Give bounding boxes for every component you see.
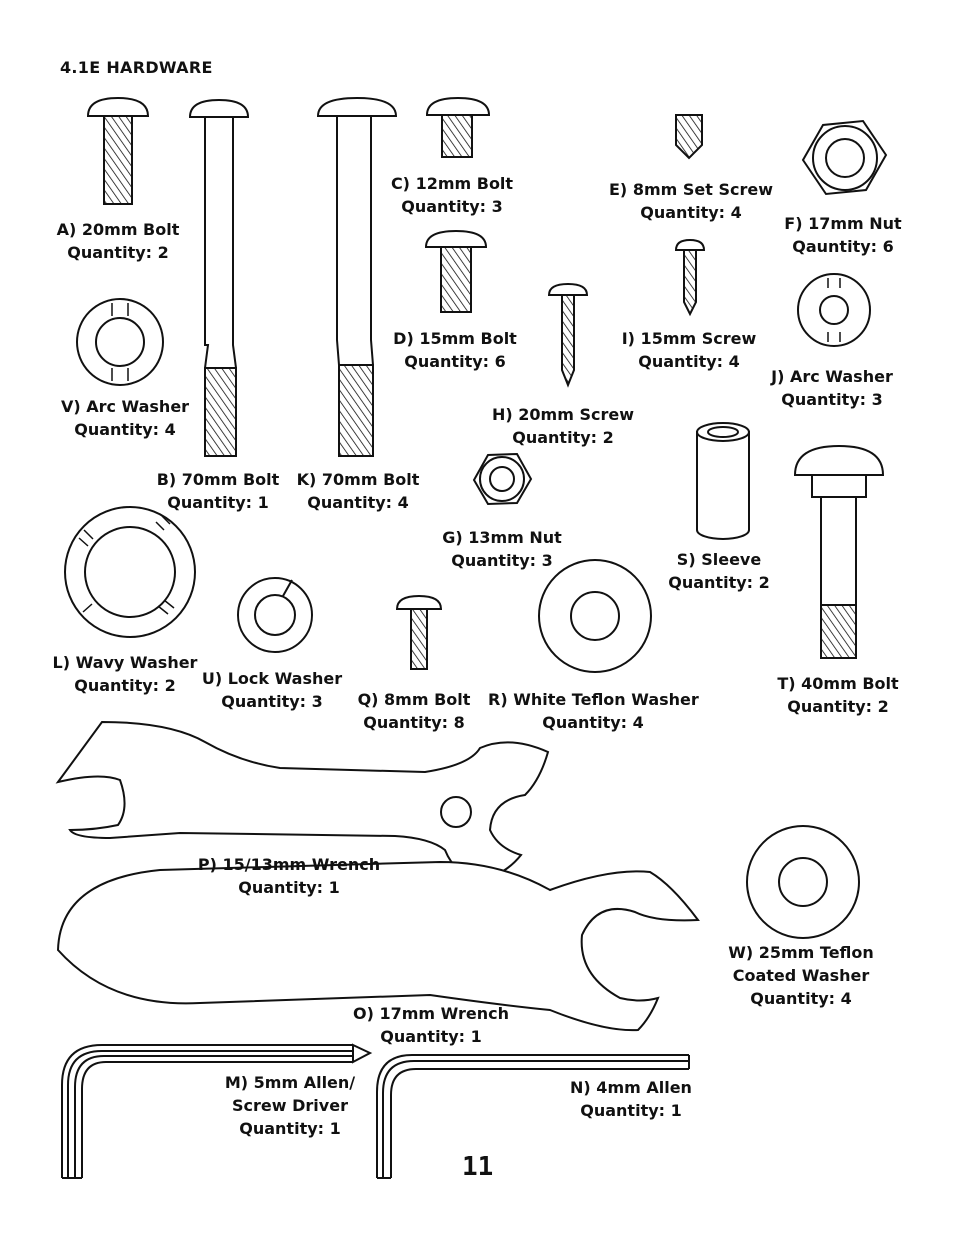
- arc-washer-v-icon: [76, 298, 164, 386]
- label-part-c: C) 12mm Bolt Quantity: 3: [378, 172, 526, 218]
- part-i-qty: Quantity: 4: [638, 352, 740, 371]
- part-j-name: J) Arc Washer: [771, 367, 893, 386]
- label-part-s: S) Sleeve Quantity: 2: [658, 548, 780, 594]
- part-j-qty: Quantity: 3: [781, 390, 883, 409]
- bolt-t-40mm-icon: [793, 444, 885, 659]
- label-part-m: M) 5mm Allen/ Screw Driver Quantity: 1: [218, 1071, 362, 1140]
- label-part-u: U) Lock Washer Quantity: 3: [198, 667, 346, 713]
- part-l-qty: Quantity: 2: [74, 676, 176, 695]
- label-part-i: I) 15mm Screw Quantity: 4: [612, 327, 766, 373]
- part-v-qty: Quantity: 4: [74, 420, 176, 439]
- part-a-name: A) 20mm Bolt: [56, 220, 180, 239]
- part-h-qty: Quantity: 2: [512, 428, 614, 447]
- teflon-washer-w-icon: [746, 825, 860, 939]
- part-m-line1: M) 5mm Allen/: [224, 1073, 356, 1092]
- arc-washer-j-icon: [797, 273, 871, 347]
- part-w-line2: Coated Washer: [732, 966, 870, 985]
- part-a-qty: Quantity: 2: [67, 243, 169, 262]
- part-f-name: F) 17mm Nut: [784, 214, 902, 233]
- label-part-g: G) 13mm Nut Quantity: 3: [432, 526, 572, 572]
- label-part-n: N) 4mm Allen Quantity: 1: [562, 1076, 700, 1122]
- set-screw-e-icon: [675, 114, 703, 160]
- wavy-washer-l-icon: [64, 506, 196, 638]
- part-q-name: Q) 8mm Bolt: [357, 690, 471, 709]
- part-d-qty: Quantity: 6: [404, 352, 506, 371]
- wrench-o-icon: [56, 860, 700, 1032]
- part-m-qty: Quantity: 1: [239, 1119, 341, 1138]
- page-number: 11: [462, 1152, 494, 1182]
- part-o-qty: Quantity: 1: [380, 1027, 482, 1046]
- label-part-v: V) Arc Washer Quantity: 4: [56, 395, 194, 441]
- label-part-w: W) 25mm Teflon Coated Washer Quantity: 4: [716, 941, 886, 1010]
- part-g-qty: Quantity: 3: [451, 551, 553, 570]
- section-title: 4.1E HARDWARE: [60, 58, 213, 77]
- label-part-k: K) 70mm Bolt Quantity: 4: [288, 468, 428, 514]
- part-c-qty: Quantity: 3: [401, 197, 503, 216]
- teflon-washer-r-icon: [538, 559, 652, 673]
- part-f-qty: Qauntity: 6: [792, 237, 894, 256]
- part-s-qty: Quantity: 2: [668, 573, 770, 592]
- part-o-name: O) 17mm Wrench: [352, 1004, 510, 1023]
- part-d-name: D) 15mm Bolt: [393, 329, 517, 348]
- label-part-j: J) Arc Washer Quantity: 3: [762, 365, 902, 411]
- allen-key-m-icon: [61, 1043, 373, 1179]
- part-u-qty: Quantity: 3: [221, 692, 323, 711]
- bolt-b-70mm-icon: [188, 98, 250, 457]
- part-w-qty: Quantity: 4: [750, 989, 852, 1008]
- lock-washer-u-icon: [237, 577, 313, 653]
- part-q-qty: Quantity: 8: [363, 713, 465, 732]
- part-k-qty: Quantity: 4: [307, 493, 409, 512]
- part-e-name: E) 8mm Set Screw: [609, 180, 773, 199]
- part-b-qty: Quantity: 1: [167, 493, 269, 512]
- part-k-name: K) 70mm Bolt: [296, 470, 420, 489]
- part-e-qty: Quantity: 4: [640, 203, 742, 222]
- part-c-name: C) 12mm Bolt: [390, 174, 514, 193]
- label-part-q: Q) 8mm Bolt Quantity: 8: [348, 688, 480, 734]
- part-p-qty: Quantity: 1: [238, 878, 340, 897]
- bolt-a-20mm-icon: [86, 96, 150, 205]
- label-part-o: O) 17mm Wrench Quantity: 1: [346, 1002, 516, 1048]
- label-part-a: A) 20mm Bolt Quantity: 2: [52, 218, 184, 264]
- screw-i-15mm-icon: [674, 238, 706, 317]
- label-part-p: P) 15/13mm Wrench Quantity: 1: [192, 853, 386, 899]
- label-part-d: D) 15mm Bolt Quantity: 6: [384, 327, 526, 373]
- wrench-p-icon: [55, 720, 550, 882]
- label-part-f: F) 17mm Nut Qauntity: 6: [776, 212, 910, 258]
- part-s-name: S) Sleeve: [676, 550, 762, 569]
- part-t-qty: Quantity: 2: [787, 697, 889, 716]
- bolt-q-8mm-icon: [395, 594, 443, 670]
- part-h-name: H) 20mm Screw: [492, 405, 634, 424]
- part-t-name: T) 40mm Bolt: [777, 674, 899, 693]
- allen-key-n-icon: [376, 1054, 690, 1179]
- screw-h-20mm-icon: [547, 282, 589, 388]
- label-part-r: R) White Teflon Washer Quantity: 4: [488, 688, 699, 734]
- part-l-name: L) Wavy Washer: [52, 653, 198, 672]
- bolt-k-70mm-icon: [316, 96, 398, 457]
- nut-g-13mm-icon: [472, 452, 533, 506]
- part-i-name: I) 15mm Screw: [621, 329, 757, 348]
- part-b-name: B) 70mm Bolt: [156, 470, 280, 489]
- sleeve-s-icon: [696, 422, 750, 540]
- bolt-d-15mm-icon: [424, 229, 488, 313]
- part-w-line1: W) 25mm Teflon: [728, 943, 874, 962]
- part-m-line2: Screw Driver: [232, 1096, 348, 1115]
- part-r-qty: Quantity: 4: [542, 713, 644, 732]
- bolt-c-12mm-icon: [425, 96, 491, 158]
- part-n-qty: Quantity: 1: [580, 1101, 682, 1120]
- part-p-name: P) 15/13mm Wrench: [197, 855, 381, 874]
- label-part-t: T) 40mm Bolt Quantity: 2: [766, 672, 910, 718]
- label-part-h: H) 20mm Screw Quantity: 2: [482, 403, 644, 449]
- label-part-l: L) Wavy Washer Quantity: 2: [52, 651, 198, 697]
- nut-f-17mm-icon: [801, 119, 888, 196]
- part-v-name: V) Arc Washer: [60, 397, 190, 416]
- part-n-name: N) 4mm Allen: [570, 1078, 692, 1097]
- part-r-name: R) White Teflon Washer: [488, 690, 699, 709]
- part-g-name: G) 13mm Nut: [442, 528, 562, 547]
- label-part-e: E) 8mm Set Screw Quantity: 4: [598, 178, 784, 224]
- label-part-b: B) 70mm Bolt Quantity: 1: [148, 468, 288, 514]
- part-u-name: U) Lock Washer: [201, 669, 343, 688]
